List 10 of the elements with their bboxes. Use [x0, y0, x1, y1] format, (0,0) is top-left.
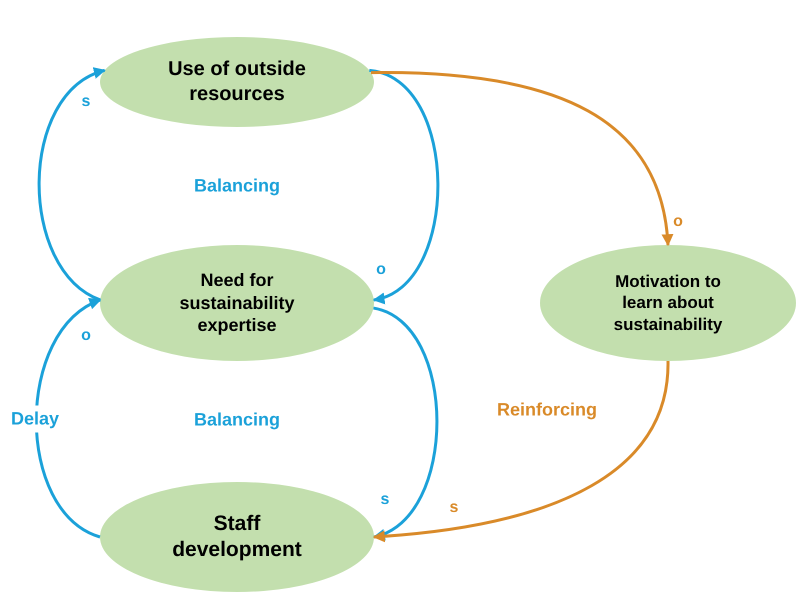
node-text: Motivation to learn about sustainability [612, 271, 724, 335]
feedback-arrow [372, 306, 438, 538]
feedback-arrow [34, 298, 102, 538]
node-text: Need for sustainability expertise [178, 269, 296, 337]
node-text: Use of outside resources [167, 57, 307, 107]
feedback-arrow [372, 360, 670, 542]
feedback-arrow [38, 68, 106, 302]
feedback-arrow [368, 68, 440, 302]
feedback-arrow [371, 71, 673, 246]
node-text: Staff development [171, 510, 303, 563]
